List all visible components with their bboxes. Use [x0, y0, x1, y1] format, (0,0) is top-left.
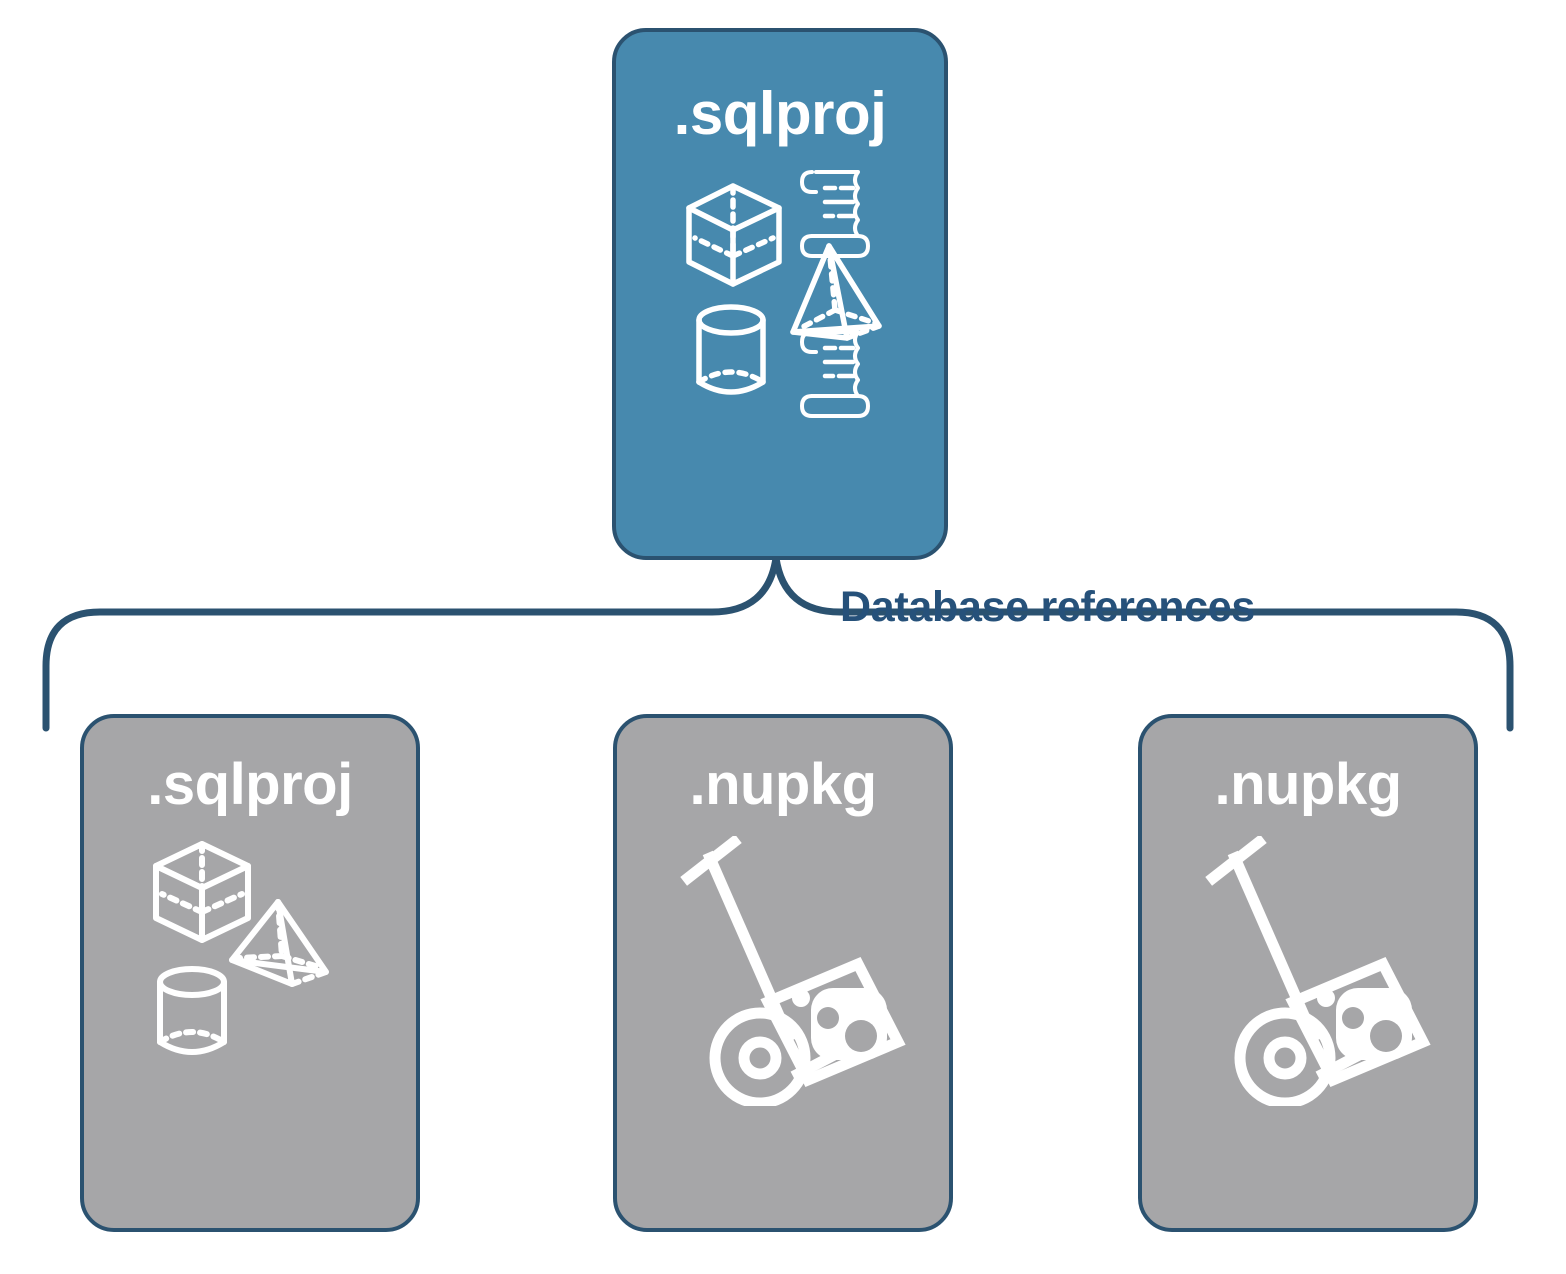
- scroll-icon: [800, 330, 870, 418]
- cube-icon: [153, 841, 251, 943]
- node-reference-sqlproj[interactable]: .sqlproj: [80, 714, 420, 1232]
- reference-2-icon-group: [680, 836, 906, 1106]
- node-reference-label: .sqlproj: [147, 752, 353, 817]
- node-reference-label: .nupkg: [1214, 752, 1402, 817]
- hand-truck-package-icon: [1205, 836, 1431, 1106]
- nuget-glyph-holes: [1342, 1007, 1402, 1052]
- pyramid-icon: [790, 243, 882, 341]
- nuget-glyph-holes: [817, 1007, 877, 1052]
- node-root-sqlproj[interactable]: .sqlproj: [612, 28, 948, 560]
- node-reference-nupkg-2[interactable]: .nupkg: [1138, 714, 1478, 1232]
- node-root-label: .sqlproj: [673, 80, 887, 147]
- root-icon-group: [686, 170, 882, 418]
- brace-label: Database references: [840, 583, 1255, 631]
- cylinder-icon: [696, 304, 766, 395]
- scroll-icon: [800, 170, 870, 258]
- cylinder-icon: [157, 966, 227, 1055]
- reference-3-icon-group: [1205, 836, 1431, 1106]
- node-reference-label: .nupkg: [689, 752, 877, 817]
- pyramid-icon: [229, 899, 329, 987]
- cube-icon: [686, 183, 782, 287]
- reference-1-icon-group: [153, 841, 329, 1055]
- node-reference-nupkg-1[interactable]: .nupkg: [613, 714, 953, 1232]
- hand-truck-package-icon: [680, 836, 906, 1106]
